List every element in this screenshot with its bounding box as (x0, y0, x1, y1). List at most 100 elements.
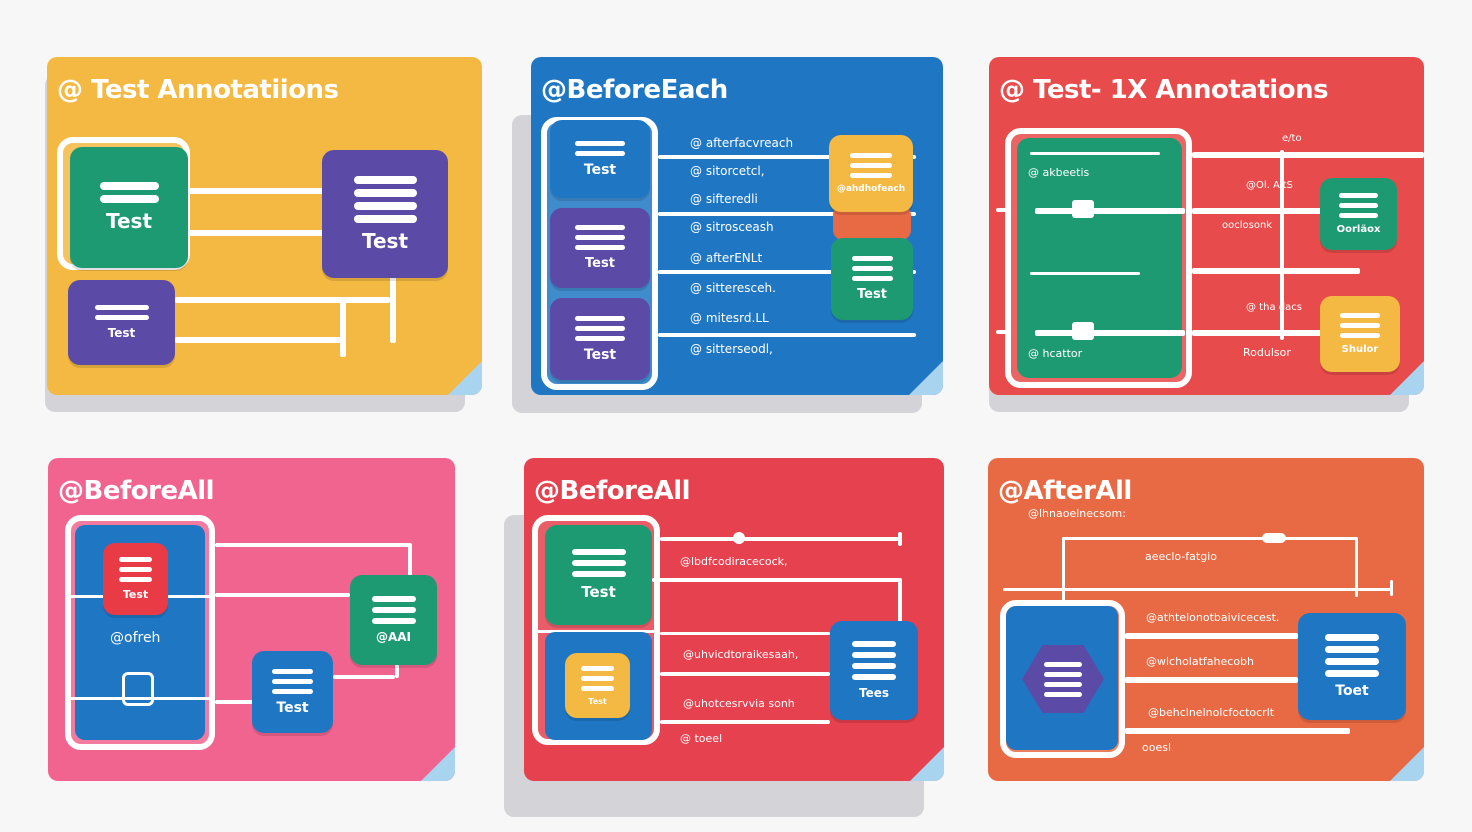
annotation-label: @ sitteresceh. (690, 281, 776, 295)
annotation-label: @lbdfcodiracecock, (680, 555, 788, 568)
connector-line (1035, 330, 1185, 336)
list-line (1325, 670, 1379, 677)
connector-line (660, 632, 830, 635)
connector-line (408, 543, 412, 578)
test-block: Test (831, 238, 913, 320)
connector-line (1125, 728, 1350, 734)
list-line (575, 235, 625, 240)
list-line (571, 549, 626, 555)
node-dot (733, 532, 745, 544)
panel-title: @AfterAll (998, 476, 1132, 506)
connector-line (1355, 537, 1358, 597)
connector-line (1035, 208, 1185, 214)
list-line (851, 266, 893, 271)
list-icon (581, 665, 614, 691)
connector-line (898, 578, 902, 623)
list-line (571, 560, 626, 566)
list-line (850, 163, 892, 168)
annotation-label: @ sitrosceash (690, 220, 774, 234)
test-block: Test (565, 653, 630, 718)
list-line (575, 140, 625, 146)
list-line (119, 567, 152, 572)
list-icon (1339, 193, 1378, 218)
list-icon (852, 641, 896, 680)
list-icon (272, 668, 313, 694)
list-line (371, 607, 416, 613)
connector-line (996, 330, 1008, 334)
annotation-label: @ toeel (680, 732, 723, 745)
timeline-panel (1017, 138, 1182, 378)
annotation-label: ooesl (1142, 741, 1172, 754)
list-line (272, 668, 313, 674)
connector-line (175, 337, 345, 343)
list-line (1325, 634, 1379, 641)
connector-line (658, 212, 916, 216)
test-block: Test (550, 208, 650, 288)
list-line (581, 685, 614, 691)
list-line (575, 335, 625, 341)
list-line (119, 557, 152, 562)
list-line (1044, 671, 1082, 677)
block-label: @ahdhofeach (836, 184, 906, 194)
connector-line (65, 697, 215, 700)
panel-title: @BeforeAll (534, 476, 691, 506)
list-line (575, 245, 625, 250)
connector-line (898, 532, 902, 546)
panel-title: @BeforeAll (58, 476, 215, 506)
connector-line (1125, 633, 1298, 639)
block-label: Test (276, 699, 309, 716)
connector-line (660, 720, 830, 724)
list-icon (575, 315, 625, 341)
list-line (575, 150, 625, 156)
connector-line (340, 297, 346, 357)
annotation-label: @behclnelnolcfoctocrlt (1148, 706, 1275, 719)
annotation-label: @ akbeetis (1028, 166, 1090, 179)
list-line (99, 182, 159, 190)
list-line (1339, 193, 1378, 198)
annotation-label: @Ol. AltS (1246, 180, 1293, 191)
annotation-label: ooclosonk (1222, 220, 1273, 231)
block-label: Oorläox (1336, 224, 1381, 235)
connector-line (1030, 272, 1140, 275)
list-icon (571, 549, 626, 577)
annotation-label: @ sitterseodl, (690, 342, 773, 356)
list-icon (119, 557, 152, 582)
test-block: Test (550, 120, 650, 198)
connector-line (215, 700, 253, 704)
list-line (1044, 681, 1082, 687)
list-line (850, 153, 892, 158)
connector-line (188, 188, 324, 194)
test-block: Oorläox (1320, 178, 1397, 250)
list-line (353, 188, 417, 197)
connector-line (660, 537, 900, 541)
annotation-label: @athtelonotbaivicecest. (1146, 611, 1280, 624)
list-line (1340, 333, 1380, 338)
connector-line (532, 630, 660, 633)
block-label: Shulor (1341, 344, 1379, 355)
annotation-label: @ sifteredli (690, 192, 758, 206)
connector-line (1192, 330, 1322, 336)
list-line (581, 665, 614, 671)
list-line (1325, 658, 1379, 665)
node-marker (1072, 200, 1094, 218)
block-label: Test (361, 228, 408, 253)
connector-line (1192, 208, 1322, 214)
panel-title: @ Test Annotatiions (57, 75, 339, 105)
connector-line (1003, 588, 1393, 591)
annotation-label: @uhvicdtoraikesaah, (683, 648, 799, 661)
block-label: Test (585, 256, 615, 271)
list-line (1325, 646, 1379, 653)
list-line (852, 652, 896, 658)
corner-accent (909, 361, 943, 395)
list-icon (353, 175, 417, 223)
connector-line (390, 275, 396, 343)
test-block: @ahdhofeach (829, 135, 913, 212)
test-block: Toet (1298, 613, 1406, 720)
test-block: Test (252, 651, 333, 733)
test-block: Tees (830, 621, 918, 720)
annotation-label: aeeclo-fatgio (1145, 550, 1217, 563)
list-icon (1325, 634, 1379, 677)
list-line (119, 577, 152, 582)
connector-line (215, 593, 350, 597)
list-line (94, 315, 149, 320)
